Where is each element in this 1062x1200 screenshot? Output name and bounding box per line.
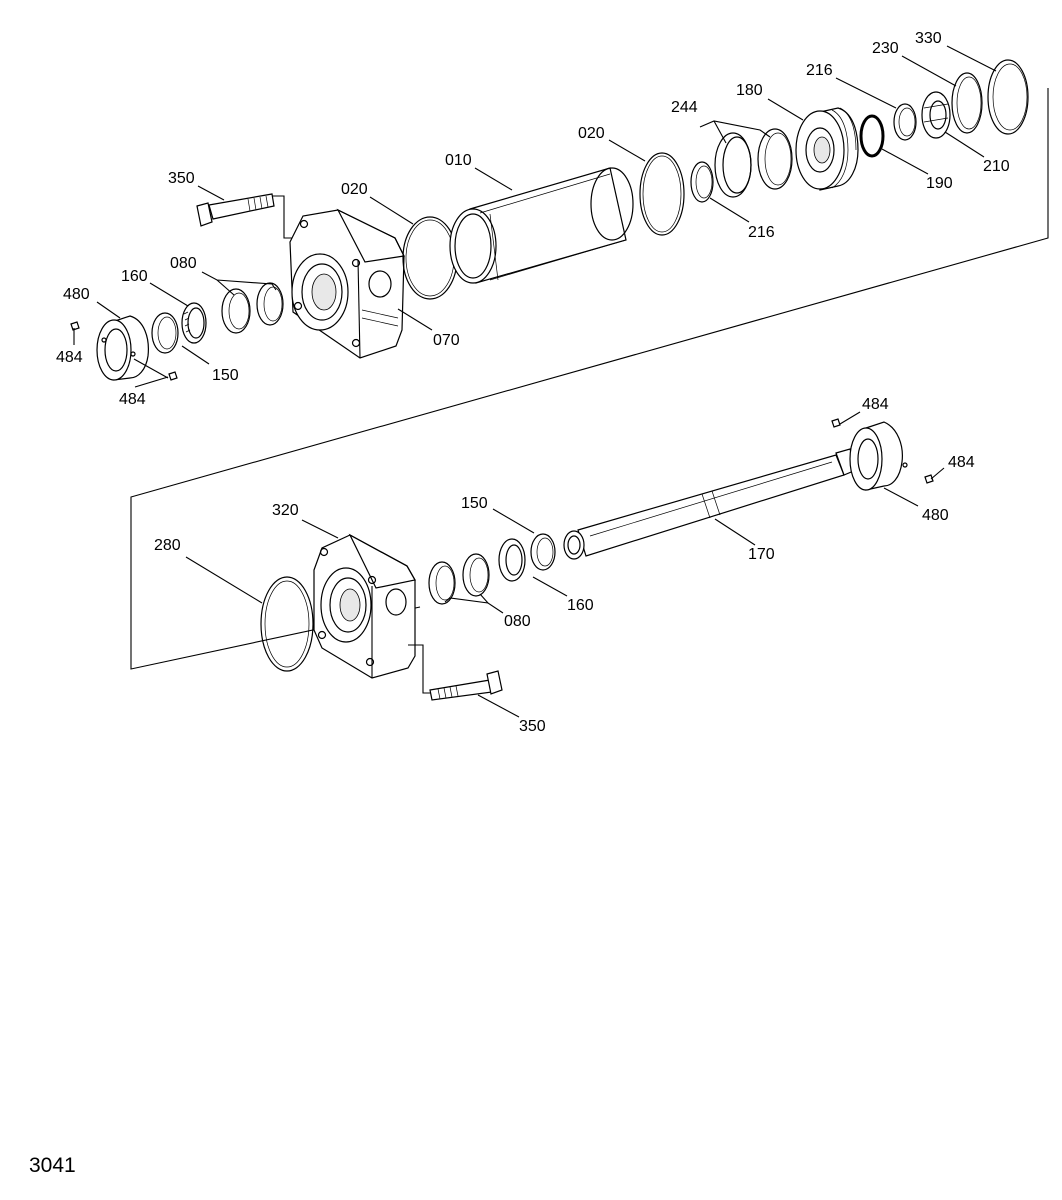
part-230-snap-ring [951, 72, 983, 134]
callout-170: 170 [748, 546, 775, 563]
callout-484-upper-a: 484 [56, 349, 83, 366]
callout-484-lower-a: 484 [862, 396, 889, 413]
part-216-backup-ring-lower [690, 161, 714, 203]
part-484-fitting-upper-b [168, 371, 178, 381]
callout-020-right: 020 [578, 125, 605, 142]
callout-244: 244 [671, 99, 698, 116]
part-280-oring [260, 576, 314, 672]
part-170-piston-rod [563, 448, 857, 560]
part-150-ring-lower [530, 533, 556, 571]
part-150-ring-upper [151, 312, 179, 354]
part-484-fitting-upper-a [70, 321, 80, 331]
part-160-wiper-upper [181, 302, 207, 344]
part-484-fitting-lower-b [924, 474, 934, 484]
callout-160-upper: 160 [121, 268, 148, 285]
part-320-head [313, 533, 416, 679]
callout-480-upper: 480 [63, 286, 90, 303]
part-244-wear-rings [714, 128, 793, 198]
figure-number: 3041 [29, 1154, 76, 1177]
part-210-nut [921, 91, 951, 139]
callout-070: 070 [433, 332, 460, 349]
callout-210: 210 [983, 158, 1010, 175]
leader-350-lower-bolt [408, 644, 434, 694]
part-070-head [289, 208, 405, 359]
callout-190: 190 [926, 175, 953, 192]
callout-160-lower: 160 [567, 597, 594, 614]
callout-320: 320 [272, 502, 299, 519]
callout-480-lower: 480 [922, 507, 949, 524]
assembly-frame-line [130, 88, 1049, 670]
callout-484-upper-b: 484 [119, 391, 146, 408]
part-484-fitting-lower-a [831, 418, 841, 428]
part-480-eye-lower [849, 421, 908, 491]
part-080-seal-set-upper [221, 282, 284, 334]
callout-150-lower: 150 [461, 495, 488, 512]
callout-020-left: 020 [341, 181, 368, 198]
part-330-ring [987, 59, 1029, 135]
leader-lines [73, 45, 997, 718]
callout-216-upper: 216 [806, 62, 833, 79]
callout-216-lower: 216 [748, 224, 775, 241]
callout-150-upper: 150 [212, 367, 239, 384]
part-350-bolt-upper [196, 193, 275, 227]
part-010-barrel-tube [449, 167, 634, 284]
callout-010: 010 [445, 152, 472, 169]
callout-350-lower: 350 [519, 718, 546, 735]
callout-350-upper: 350 [168, 170, 195, 187]
callout-080-lower: 080 [504, 613, 531, 630]
part-190-oring [859, 114, 885, 158]
part-020-oring-left [402, 216, 458, 300]
part-480-eye-upper [96, 315, 149, 381]
part-180-piston [795, 107, 859, 191]
part-020-oring-right [639, 152, 685, 236]
part-350-bolt-lower [429, 670, 503, 701]
callout-280: 280 [154, 537, 181, 554]
callout-230: 230 [872, 40, 899, 57]
callout-484-lower-b: 484 [948, 454, 975, 471]
callout-180: 180 [736, 82, 763, 99]
callout-080-upper: 080 [170, 255, 197, 272]
part-216-backup-ring-upper [893, 103, 917, 141]
part-160-wiper-lower [498, 538, 526, 582]
part-080-seal-set-lower [428, 553, 490, 605]
callout-330: 330 [915, 30, 942, 47]
